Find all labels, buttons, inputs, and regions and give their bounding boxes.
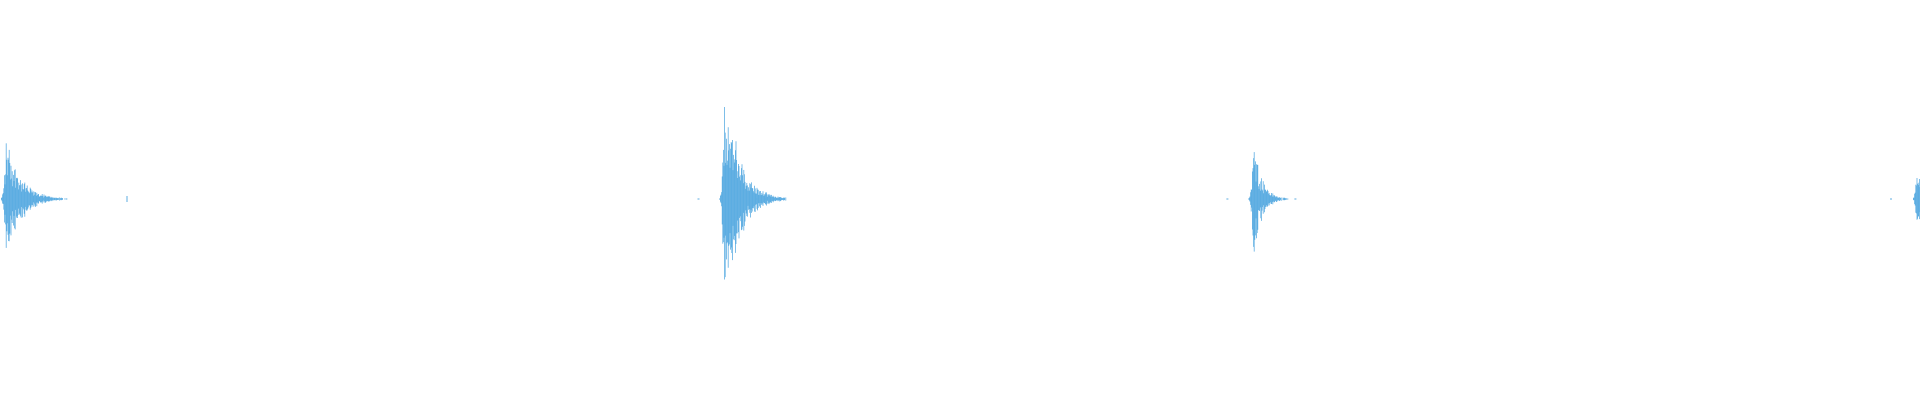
waveform-burst-1 <box>0 143 68 248</box>
waveform-burst-3 <box>1226 152 1297 252</box>
waveform-burst-4 <box>1890 178 1920 220</box>
waveform-burst-2 <box>697 106 787 280</box>
